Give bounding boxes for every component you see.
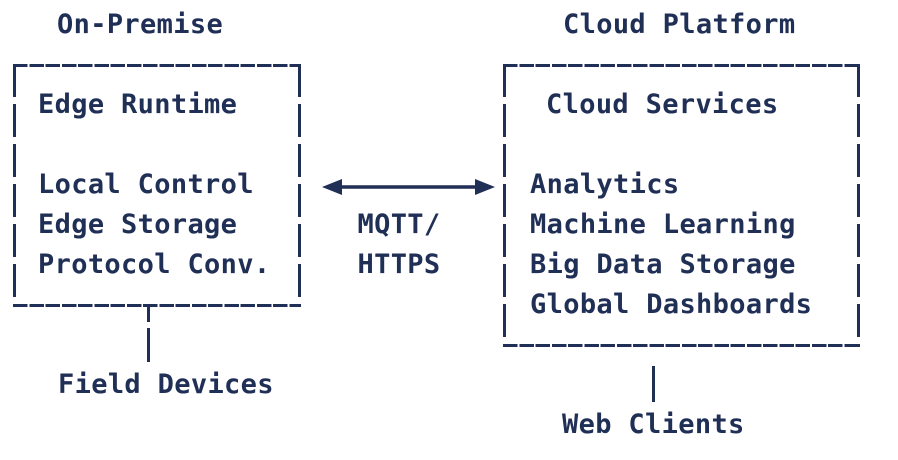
box-border-top bbox=[13, 64, 301, 67]
box-border-bottom bbox=[13, 304, 301, 307]
big-data-storage-label: Big Data Storage bbox=[530, 249, 796, 280]
protocol-label: MQTT/ HTTPS bbox=[348, 205, 450, 285]
field-devices-label: Field Devices bbox=[58, 369, 274, 400]
cloud-services-label: Cloud Services bbox=[546, 89, 779, 120]
web-clients-label: Web Clients bbox=[562, 409, 745, 440]
cloud-platform-box: Cloud Services Analytics Machine Learnin… bbox=[503, 64, 860, 347]
local-control-label: Local Control bbox=[38, 169, 254, 200]
field-devices-connector bbox=[147, 328, 150, 362]
field-devices-connector-stub bbox=[147, 307, 150, 322]
edge-runtime-label: Edge Runtime bbox=[38, 89, 238, 120]
box-border-right bbox=[298, 64, 301, 307]
protocol-conv-label: Protocol Conv. bbox=[38, 249, 271, 280]
edge-storage-label: Edge Storage bbox=[38, 209, 238, 240]
analytics-label: Analytics bbox=[530, 169, 680, 200]
protocol-label-line2: HTTPS bbox=[357, 249, 441, 280]
bidirectional-arrow-icon bbox=[322, 179, 495, 195]
web-clients-connector bbox=[652, 366, 655, 402]
box-border-left bbox=[13, 64, 16, 307]
spacer-line bbox=[38, 125, 295, 165]
machine-learning-label: Machine Learning bbox=[530, 209, 796, 240]
cloud-platform-title: Cloud Platform bbox=[563, 9, 796, 40]
box-border-bottom bbox=[503, 344, 860, 347]
global-dashboards-label: Global Dashboards bbox=[530, 289, 813, 320]
protocol-label-line1: MQTT/ bbox=[357, 209, 441, 240]
on-premise-title: On-Premise bbox=[57, 9, 224, 40]
box-border-top bbox=[503, 64, 860, 67]
box-border-left bbox=[503, 64, 506, 347]
on-premise-box: Edge Runtime Local Control Edge Storage … bbox=[13, 64, 301, 307]
box-border-right bbox=[857, 64, 860, 347]
spacer-line bbox=[530, 125, 854, 165]
